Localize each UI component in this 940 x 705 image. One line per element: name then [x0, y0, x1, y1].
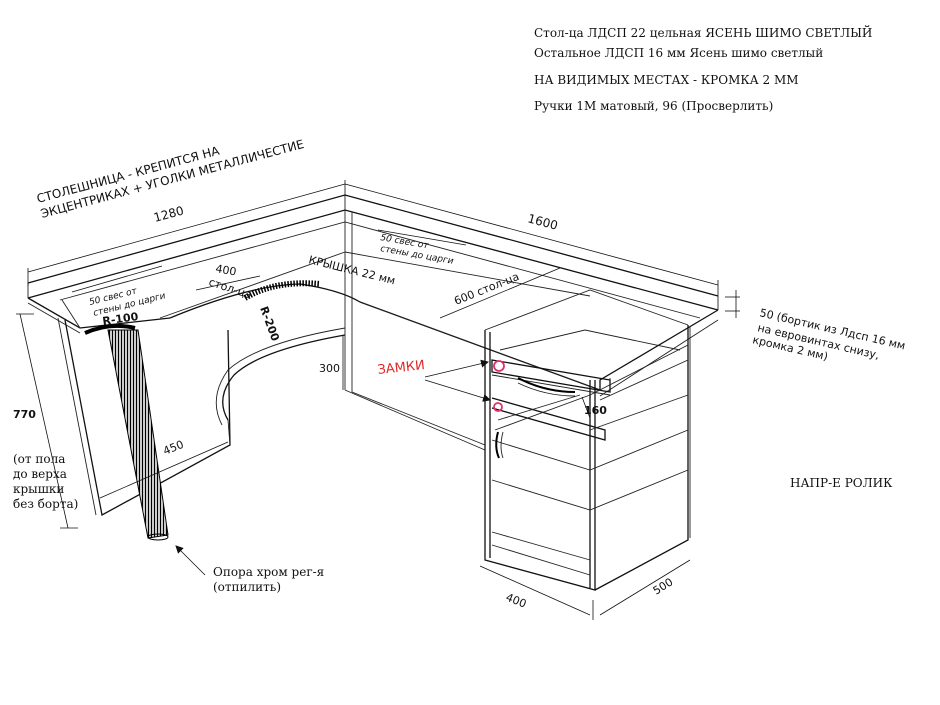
dim-1280-label: 1280 [152, 203, 185, 224]
lock-marker-bottom [493, 402, 503, 412]
support-arrow [175, 545, 206, 576]
pedestal [484, 289, 691, 591]
support-note-2: (отпилить) [213, 580, 282, 594]
lock-marker-top [493, 360, 505, 372]
dim-1600-label: 1600 [526, 211, 559, 232]
radius-100-label: R-100 [102, 310, 140, 328]
left-side-panel [57, 317, 346, 516]
radius-200-edge [243, 280, 321, 301]
dimension-lines [16, 180, 740, 620]
radius-200-label: R-200 [257, 305, 282, 344]
support-leg [84, 323, 169, 541]
dim-500-label: 500 [651, 575, 676, 597]
spec-line-edging: НА ВИДИМЫХ МЕСТАХ - КРОМКА 2 ММ [534, 73, 799, 87]
dim-400-bottom: 400 [504, 591, 528, 611]
dim-160-label: 160 [584, 404, 607, 417]
height-note-3: крышки [13, 482, 65, 496]
support-note-1: Опора хром рег-я [213, 565, 325, 579]
height-note-1: (от пола [13, 452, 66, 466]
lock-arrow-top [424, 359, 489, 378]
locks-label: ЗАМКИ [377, 358, 426, 378]
dim-400-stolesh: 400 [214, 262, 237, 278]
spec-line-other-parts: Остальное ЛДСП 16 мм Ясень шимо светлый [534, 46, 824, 60]
stolesh-label: стол-ца [207, 275, 253, 301]
lock-arrow-bottom [424, 379, 491, 402]
dim-770-label: 770 [13, 408, 36, 421]
dim-300-label: 300 [319, 362, 340, 375]
back-panel [159, 210, 591, 451]
roller-guide-note: НАПР-Е РОЛИК [790, 476, 893, 490]
spec-line-tabletop: Стол-ца ЛДСП 22 цельная ЯСЕНЬ ШИМО СВЕТЛ… [534, 26, 873, 40]
spec-line-handles: Ручки 1М матовый, 96 (Просверлить) [534, 99, 774, 113]
height-note-2: до верха [13, 467, 67, 481]
dim-450-label: 450 [161, 438, 185, 458]
